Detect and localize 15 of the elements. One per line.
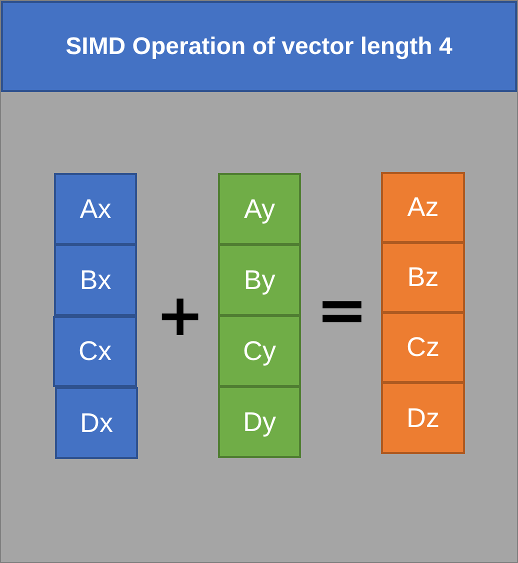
vector-element-box: Bz xyxy=(381,242,465,313)
vector-element-box: Cx xyxy=(53,316,137,387)
vector-element-box: Cy xyxy=(218,315,301,387)
vector-element-box: By xyxy=(218,244,301,316)
plus-sign: + xyxy=(156,286,204,344)
vector-element-box: Ax xyxy=(54,173,137,245)
vector-element-box: Dy xyxy=(218,386,301,458)
vector-element-box: Bx xyxy=(54,244,137,316)
vector-element-box: Dz xyxy=(381,382,465,454)
title-text: SIMD Operation of vector length 4 xyxy=(66,32,452,60)
vector-element-box: Cz xyxy=(381,312,465,383)
vector-element-box: Az xyxy=(381,172,465,243)
vector-element-box: Dx xyxy=(55,387,138,459)
equals-sign: = xyxy=(316,279,368,341)
vector-element-box: Ay xyxy=(218,173,301,245)
